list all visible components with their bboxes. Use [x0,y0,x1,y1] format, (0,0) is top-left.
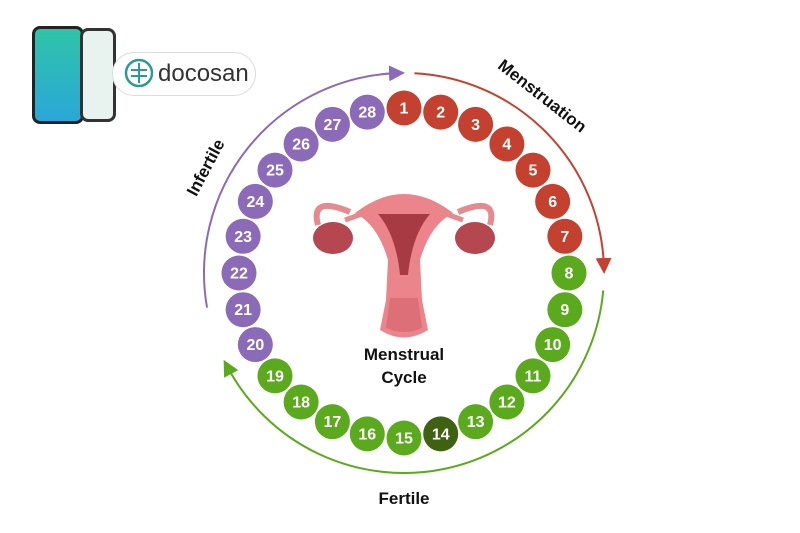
day-number: 3 [471,117,480,134]
day-number: 9 [560,302,569,319]
phase-arc-fertile [223,290,605,474]
day-number: 28 [358,105,376,122]
day-22-marker: 22 [221,255,257,291]
day-circle [515,358,551,394]
day-number: 16 [358,426,376,443]
day-15-marker: 15 [386,420,422,456]
day-17-marker: 17 [314,404,350,440]
day-number: 4 [502,136,511,153]
day-circle [386,90,422,126]
day-number: 11 [525,368,542,385]
day-9-marker: 9 [547,292,583,328]
day-circle [547,218,583,254]
day-circle [386,420,422,456]
day-3-marker: 3 [458,106,494,142]
day-circle [489,126,525,162]
day-circle [489,384,525,420]
day-circle [237,183,273,219]
day-circle [349,416,385,452]
day-27-marker: 27 [314,106,350,142]
day-circle [423,416,459,452]
day-circle [257,358,293,394]
docosan-logo-icon [124,58,154,88]
day-circle [283,384,319,420]
day-number: 15 [395,431,413,448]
day-16-marker: 16 [349,416,385,452]
day-28-marker: 28 [349,94,385,130]
day-10-marker: 10 [535,327,571,363]
phase-label-menstruation: Menstruation [494,56,590,137]
day-19-marker: 19 [257,358,293,394]
phase-label-fertile: Fertile [378,489,429,508]
day-number: 20 [246,337,264,354]
day-circle [225,218,261,254]
day-23-marker: 23 [225,218,261,254]
day-circle [458,106,494,142]
day-circle [225,292,261,328]
day-24-marker: 24 [237,183,273,219]
day-number: 10 [544,337,562,354]
day-number: 27 [324,117,342,134]
center-label: Menstrual Cycle [334,343,474,389]
day-number: 26 [292,136,310,153]
day-21-marker: 21 [225,292,261,328]
day-circle [551,255,587,291]
day-7-marker: 7 [547,218,583,254]
day-number: 18 [292,395,310,412]
day-circle [314,404,350,440]
day-number: 5 [529,163,538,180]
day-circle [257,152,293,188]
day-20-marker: 20 [237,327,273,363]
day-26-marker: 26 [283,126,319,162]
day-number: 7 [560,229,569,246]
day-number: 23 [234,229,252,246]
day-circle [535,183,571,219]
day-circle [283,126,319,162]
day-number: 19 [266,368,284,385]
day-circle [535,327,571,363]
day-number: 12 [498,395,516,412]
day-1-marker: 1 [386,90,422,126]
phase-arc-infertile [203,65,406,308]
day-number: 14 [432,426,450,443]
day-12-marker: 12 [489,384,525,420]
day-number: 8 [565,266,574,283]
phase-arc-menstruation [414,72,612,275]
day-circle [314,106,350,142]
day-number: 17 [324,414,342,431]
day-circle [349,94,385,130]
day-circle [547,292,583,328]
day-5-marker: 5 [515,152,551,188]
day-13-marker: 13 [458,404,494,440]
day-18-marker: 18 [283,384,319,420]
day-number: 25 [266,163,284,180]
day-circle [515,152,551,188]
day-6-marker: 6 [535,183,571,219]
day-number: 22 [230,266,248,283]
day-number: 13 [467,414,485,431]
day-8-marker: 8 [551,255,587,291]
day-circle [423,94,459,130]
day-number: 6 [548,194,557,211]
day-circle [458,404,494,440]
day-circle [221,255,257,291]
day-number: 24 [246,194,264,211]
day-4-marker: 4 [489,126,525,162]
day-number: 1 [400,101,409,118]
brand-name: docosan [158,60,249,87]
day-number: 21 [234,302,252,319]
center-label-line1: Menstrual [363,345,445,364]
uterus-illustration [313,194,495,338]
day-25-marker: 25 [257,152,293,188]
day-circle [237,327,273,363]
day-2-marker: 2 [423,94,459,130]
phone-front-image [32,26,84,124]
day-11-marker: 11 [515,358,551,394]
center-label-line2: Cycle [381,368,427,387]
day-number: 2 [436,105,445,122]
day-14-marker: 14 [423,416,459,452]
